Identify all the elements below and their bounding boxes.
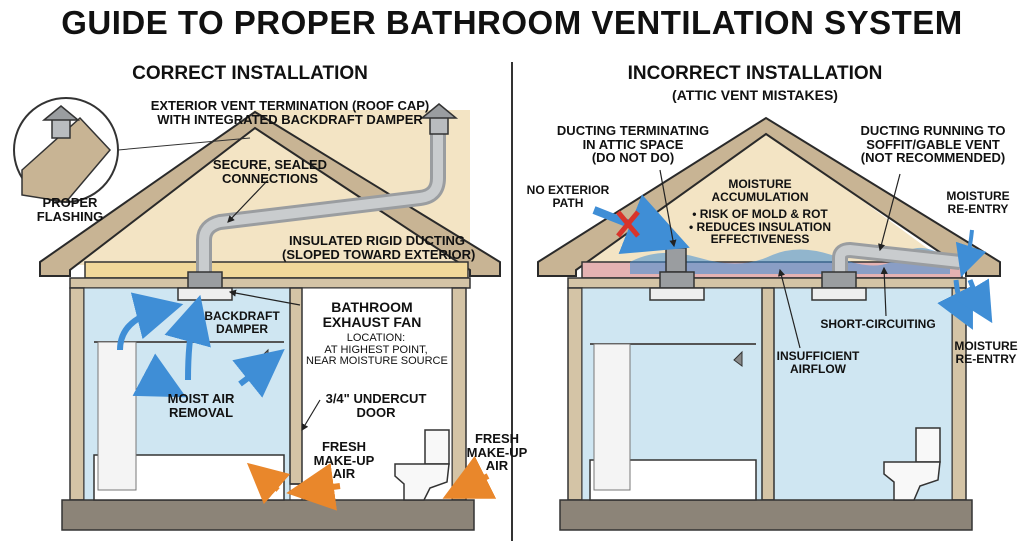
left-partition	[289, 287, 303, 485]
moist-air-arrow-1	[117, 292, 184, 351]
reentry-arrow-2	[954, 278, 993, 324]
roof-cap-label: EXTERIOR VENT TERMINATION (ROOF CAP)WITH…	[150, 98, 430, 127]
moisture-bullets: • RISK OF MOLD & ROT• REDUCES INSULATION…	[689, 207, 831, 247]
fresh-air-arrow-outside	[442, 455, 497, 499]
right-fan-soffit	[811, 241, 961, 301]
roof-cap	[419, 103, 459, 135]
left-heading: CORRECT INSTALLATION	[132, 63, 368, 84]
left-house	[13, 97, 501, 531]
right-ceiling	[567, 277, 967, 289]
red-cross-icon	[616, 210, 640, 238]
moist-air-arrow-2	[164, 294, 211, 381]
right-shower-curtain	[593, 343, 631, 491]
left-roof	[39, 110, 501, 277]
fresh-air-arrow-inside	[286, 463, 341, 511]
fan-location-label: LOCATION:AT HIGHEST POINT,NEAR MOISTURE …	[306, 332, 448, 368]
moisture-band	[630, 247, 950, 274]
left-shower-curtain	[97, 341, 137, 491]
right-toilet	[883, 427, 941, 501]
page-title: GUIDE TO PROPER BATHROOM VENTILATION SYS…	[61, 4, 963, 41]
right-floor	[559, 499, 973, 531]
left-attic	[70, 110, 470, 265]
left-toilet	[394, 429, 450, 501]
right-showerhead	[733, 350, 743, 367]
right-partition	[761, 287, 775, 501]
left-insulation	[84, 261, 469, 279]
right-house	[537, 116, 1001, 531]
ducting-label: INSULATED RIGID DUCTING(SLOPED TOWARD EX…	[282, 233, 476, 262]
flashing-inset	[13, 97, 251, 203]
fresh-air-arrow-bath	[246, 462, 291, 505]
short-circuit-label: SHORT-CIRCUITING	[820, 317, 936, 331]
left-wall-left	[69, 287, 85, 501]
left-floor	[61, 499, 475, 531]
moist-air-arrow-3	[132, 353, 187, 398]
right-heading: INCORRECT INSTALLATION	[627, 63, 883, 84]
right-wall-right	[951, 287, 967, 501]
reentry-arrow-top	[955, 229, 987, 278]
left-ceiling	[69, 277, 471, 289]
right-subheading: (ATTIC VENT MISTAKES)	[672, 87, 838, 103]
moist-air-arrow-4	[232, 349, 285, 398]
right-wall-left	[567, 287, 583, 501]
